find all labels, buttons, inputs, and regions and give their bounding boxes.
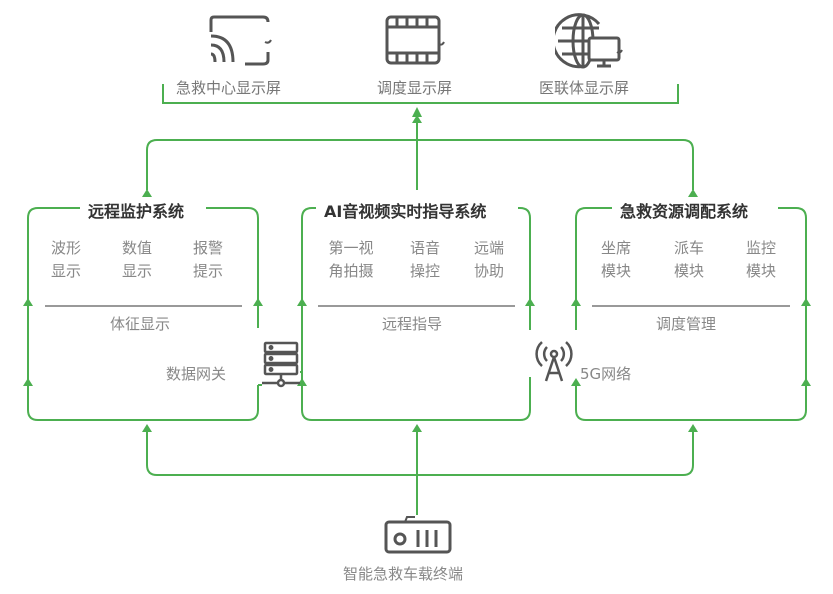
antenna-icon <box>534 337 574 389</box>
display-label-medical-alliance: 医联体显示屏 <box>539 79 630 97</box>
feature-waveform-display: 波形显示 <box>50 239 81 280</box>
gateway-label: 数据网关 <box>166 365 227 383</box>
bottom-bus <box>146 432 694 476</box>
feature-dispatch-vehicle-module: 派车模块 <box>673 239 704 280</box>
server-icon <box>262 340 302 394</box>
system-title-resource-dispatch: 急救资源调配系统 <box>614 198 755 222</box>
footer-vital-signs: 体征显示 <box>110 315 171 333</box>
arrow-heads <box>23 115 811 432</box>
feature-seat-module: 坐席模块 <box>600 239 631 280</box>
feature-first-person-capture: 第一视角拍摄 <box>328 239 374 280</box>
terminal-label: 智能急救车载终端 <box>343 565 464 583</box>
vehicle-terminal-icon <box>383 515 453 559</box>
globe-screen-icon <box>551 12 625 74</box>
system-title-remote-monitoring: 远程监护系统 <box>82 198 191 222</box>
feature-voice-control: 语音操控 <box>409 239 440 280</box>
feature-remote-assist: 远端协助 <box>473 239 504 280</box>
top-bus <box>146 139 694 190</box>
cast-screen-icon <box>205 14 275 72</box>
system-box-1 <box>27 207 259 421</box>
feature-value-display: 数值显示 <box>121 239 152 280</box>
film-screen-icon <box>384 14 446 72</box>
display-label-dispatch: 调度显示屏 <box>377 79 453 97</box>
display-bracket <box>162 84 679 104</box>
system-box-2 <box>301 207 531 421</box>
footer-dispatch-management: 调度管理 <box>656 315 717 333</box>
system-box-3 <box>575 207 612 330</box>
feature-alarm-prompt: 报警提示 <box>192 239 223 280</box>
feature-monitoring-module: 监控模块 <box>745 239 776 280</box>
display-label-emergency-center: 急救中心显示屏 <box>176 79 282 97</box>
network-label: 5G网络 <box>580 365 632 383</box>
footer-remote-guidance: 远程指导 <box>382 315 443 333</box>
system-title-ai-guidance: AI音视频实时指导系统 <box>318 198 493 222</box>
